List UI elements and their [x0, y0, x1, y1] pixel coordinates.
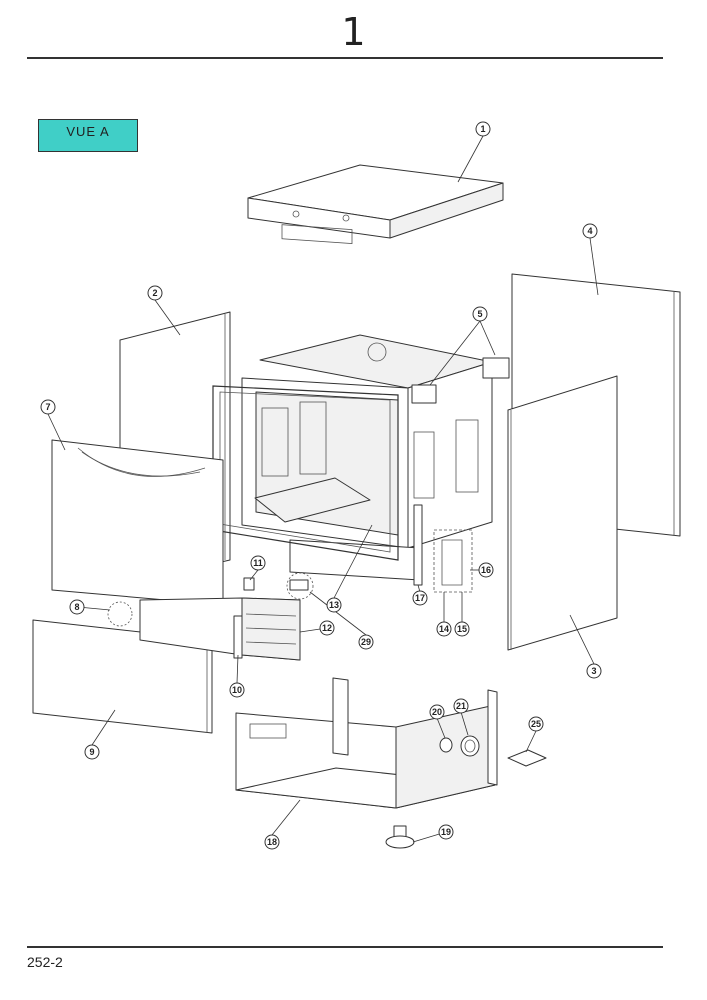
callout-25: 25: [528, 716, 544, 732]
callout-label: 29: [361, 637, 371, 647]
control-box: [139, 597, 301, 661]
leader-lines: [47, 135, 599, 843]
callout-13: 13: [326, 597, 342, 613]
callout-label: 3: [591, 666, 596, 676]
pipe: [413, 504, 423, 586]
callout-label: 1: [480, 124, 485, 134]
callout-label: 17: [415, 593, 425, 603]
callout-label: 8: [74, 602, 79, 612]
callout-label: 20: [432, 707, 442, 717]
callout-5: 5: [472, 306, 488, 322]
callout-label: 25: [531, 719, 541, 729]
seal-rings: [439, 735, 480, 757]
mounting-bracket: [507, 749, 547, 767]
adjustable-foot: [385, 825, 415, 849]
header-rule: [27, 57, 663, 59]
callout-9: 9: [84, 744, 100, 760]
callout-label: 2: [152, 288, 157, 298]
footer-rule: [27, 946, 663, 948]
callout-label: 21: [456, 701, 466, 711]
callout-label: 11: [253, 558, 263, 568]
pump-detail: [433, 529, 473, 622]
callout-label: 9: [89, 747, 94, 757]
document-reference: 252-2: [27, 954, 63, 970]
callout-4: 4: [582, 223, 598, 239]
callout-10: 10: [229, 682, 245, 698]
callout-3: 3: [586, 663, 602, 679]
callout-11: 11: [250, 555, 266, 571]
hinge-brackets: [411, 357, 510, 404]
callout-14: 14: [436, 621, 452, 637]
callout-label: 14: [439, 624, 449, 634]
callout-label: 7: [45, 402, 50, 412]
callout-21: 21: [453, 698, 469, 714]
callout-16: 16: [478, 562, 494, 578]
lower-front-panel: [32, 619, 213, 734]
tank-body: [241, 334, 493, 581]
callout-1: 1: [475, 121, 491, 137]
page-number: 1: [341, 10, 366, 54]
callout-label: 5: [477, 309, 482, 319]
callout-label: 4: [587, 226, 592, 236]
small-parts: [107, 572, 314, 659]
base-frame: [235, 677, 498, 809]
callout-label: 12: [322, 623, 332, 633]
callout-12: 12: [319, 620, 335, 636]
callout-label: 15: [457, 624, 467, 634]
callout-17: 17: [412, 590, 428, 606]
callout-label: 18: [267, 837, 277, 847]
callout-20: 20: [429, 704, 445, 720]
callout-label: 19: [441, 827, 451, 837]
view-label: VUE A: [38, 119, 138, 152]
callout-8: 8: [69, 599, 85, 615]
callout-15: 15: [454, 621, 470, 637]
front-door-panel: [51, 439, 224, 606]
callout-label: 10: [232, 685, 242, 695]
callout-2: 2: [147, 285, 163, 301]
callout-label: 16: [481, 565, 491, 575]
callout-29: 29: [358, 634, 374, 650]
top-lid: [247, 164, 504, 245]
callout-18: 18: [264, 834, 280, 850]
callout-19: 19: [438, 824, 454, 840]
right-front-panel: [507, 375, 618, 651]
callout-label: 13: [329, 600, 339, 610]
callout-7: 7: [40, 399, 56, 415]
